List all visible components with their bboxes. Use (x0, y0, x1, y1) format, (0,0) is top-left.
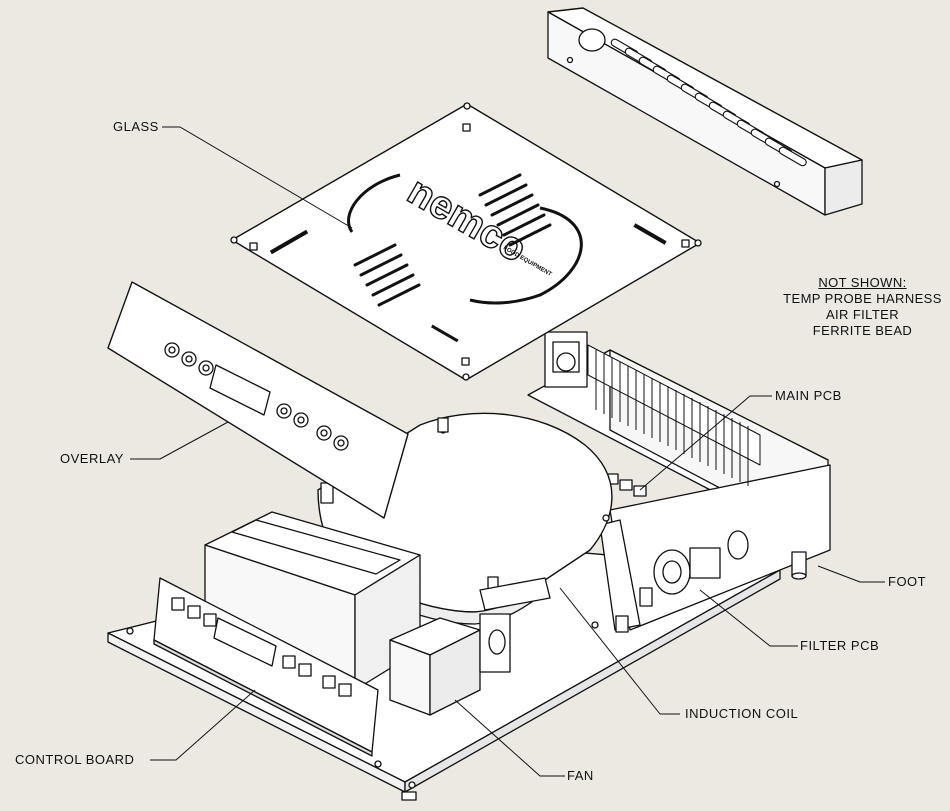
label-fan: FAN (567, 768, 594, 783)
label-induction-coil: INDUCTION COIL (685, 706, 799, 721)
label-glass: GLASS (113, 119, 159, 134)
not-shown-heading: NOT SHOWN: (818, 275, 907, 290)
not-shown-item: AIR FILTER (825, 307, 900, 322)
label-foot: FOOT (888, 574, 927, 589)
fan (389, 613, 511, 716)
label-overlay: OVERLAY (60, 451, 124, 466)
vent-cover (547, 7, 863, 216)
heat-sink (587, 344, 761, 486)
not-shown-note: NOT SHOWN: TEMP PROBE HARNESS AIR FILTER… (770, 275, 950, 339)
glass-top (230, 102, 702, 381)
leader-lines (130, 126, 885, 777)
filter-pcb (639, 530, 749, 607)
control-board (153, 577, 379, 757)
label-control-board: CONTROL BOARD (15, 752, 135, 767)
label-main-pcb: MAIN PCB (775, 388, 842, 403)
not-shown-item: TEMP PROBE HARNESS (783, 291, 942, 306)
label-filter-pcb: FILTER PCB (800, 638, 880, 653)
not-shown-item: FERRITE BEAD (812, 323, 913, 338)
overlay-panel (107, 281, 409, 519)
main-pcb (517, 331, 647, 497)
